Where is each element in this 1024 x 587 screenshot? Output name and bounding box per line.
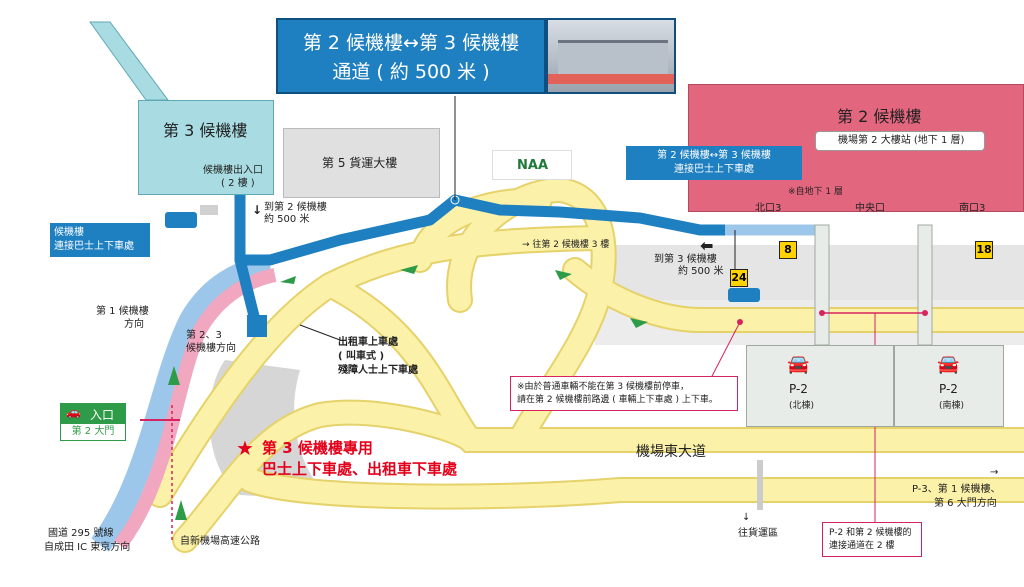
note-box: ※由於普通車輛不能在第 3 候機樓前停車， 請在第 2 候機樓前路邊 ( 車輛上… (510, 376, 738, 412)
naa-logo: NAA (492, 150, 572, 180)
terminal3-building: 第 3 候機樓 候機樓出入口 ( 2 樓 ) (138, 100, 274, 195)
cargo-area-arrow: ↓ (742, 512, 751, 523)
t3-pier (89, 21, 169, 101)
p2-conn-note: P-2 和第 2 候機樓的 連接通道在 2 樓 (822, 522, 922, 558)
p3-label-2: 第 6 大門方向 (934, 498, 997, 509)
header-line2: 通道 ( 約 500 米 ) (332, 61, 490, 83)
bus-icon (165, 212, 197, 228)
t3-bus-stop-label: 候機樓 連接巴士上下車處 (50, 223, 150, 257)
t3-exclusive-2: 巴士上下車處、出租車下車處 (262, 460, 458, 478)
cargo-name: 第 5 貨運大樓 (322, 156, 398, 170)
south-exit: 南口3 (959, 203, 986, 214)
terminal3-exit: 候機樓出入口 (203, 165, 263, 176)
bus-stop-8: 8 (779, 241, 797, 259)
to-t2-label: 到第 2 候機樓 (264, 202, 327, 213)
route295-2: 自成田 IC 東京方向 (44, 542, 131, 553)
t2-deck (595, 245, 1024, 300)
to-t3-arrow-label: → 往第 2 候機樓 3 樓 (522, 240, 610, 250)
t2-bus-stop-label: 第 2 候機樓↔第 3 候機樓 連接巴士上下車處 (626, 146, 802, 180)
entry-badge: 🚗 入口 (60, 403, 126, 423)
entry-label: 入口 (90, 408, 115, 422)
header-line1: 第 2 候機樓↔第 3 候機樓 (302, 32, 520, 54)
p2-south: 🚘 P-2 (南棟) (894, 345, 1004, 427)
to-t3-walk: 到第 3 候機樓 (654, 254, 717, 265)
walkway-photo (546, 18, 676, 94)
terminal2-name: 第 2 候機樓 (837, 107, 922, 126)
p2-south-label: P-2 (939, 382, 958, 396)
header-walkway-title: 第 2 候機樓↔第 3 候機樓 通道 ( 約 500 米 ) (276, 18, 546, 94)
terminal3-exit-floor: ( 2 樓 ) (221, 178, 255, 189)
center-exit: 中央口 (855, 203, 885, 214)
t2-bus-icon (728, 288, 760, 302)
p2-north-sub: (北棟) (789, 401, 815, 411)
route295-1: 國道 295 號線 (48, 528, 114, 539)
taxi-3: 殘障人士上下車處 (338, 365, 418, 376)
cargo-building-5: 第 5 貨運大樓 (283, 128, 440, 198)
t23-dir-1: 第 2、3 (186, 330, 222, 341)
left-arrow-icon: ⬅ (700, 236, 714, 255)
to-t3-dist: 約 500 米 (678, 266, 724, 277)
airport-east-road: 機場東大道 (636, 444, 706, 460)
bus-stop-18: 18 (975, 241, 993, 259)
shin-kuko: 自新機場高速公路 (180, 536, 260, 547)
expressway-blue (91, 254, 273, 552)
gate2-label: 第 2 大門 (60, 423, 126, 441)
naa-logo-text: NAA (517, 158, 549, 173)
car-entry-icon: 🚗 (66, 405, 81, 419)
t3-bus-shelter (200, 205, 218, 215)
t3-exclusive-1: 第 3 候機樓專用 (262, 439, 373, 457)
note-line1: ※由於普通車輛不能在第 3 候機樓前停車， (517, 382, 689, 392)
bus-stop-24: 24 (730, 269, 748, 287)
p3-arrow: → (990, 467, 999, 478)
taxi-2: ( 叫車式 ) (338, 351, 385, 362)
roads-fill (149, 178, 1024, 551)
star-icon: ★ (236, 436, 254, 460)
car-icon: 🚘 (787, 354, 810, 375)
t1-dir-2: 方向 (124, 319, 144, 330)
p2-north-label: P-2 (789, 382, 808, 396)
north-exit: 北口3 (755, 203, 782, 214)
b1-note: ※自地下 1 層 (788, 187, 843, 197)
cargo-area-label: 往貨運區 (738, 528, 778, 539)
p2-conn-1: P-2 和第 2 候機樓的 (829, 528, 912, 538)
t1-dir-1: 第 1 候機樓 (96, 306, 149, 317)
down-arrow-icon: ↓ (252, 203, 263, 217)
station-label: 機場第 2 大樓站 (地下 1 層) (838, 135, 965, 146)
taxi-1: 出租車上車處 (338, 337, 398, 348)
car-icon: 🚘 (937, 354, 960, 375)
note-line2: 請在第 2 候機樓前路邊 ( 車輛上下車處 ) 上下車。 (517, 394, 718, 405)
traffic-arrows (168, 265, 648, 520)
p2-conn-2: 連接通道在 2 樓 (829, 540, 895, 551)
p2-north: 🚘 P-2 (北棟) (746, 345, 894, 427)
p3-label-1: P-3、第 1 候機樓、 (912, 484, 1001, 495)
station-pill: 機場第 2 大樓站 (地下 1 層) (815, 131, 985, 151)
t23-dir-2: 候機樓方向 (186, 343, 236, 354)
to-t2-dist: 約 500 米 (264, 214, 310, 225)
terminal3-name: 第 3 候機樓 (163, 121, 248, 140)
p2-south-sub: (南棟) (939, 401, 965, 411)
